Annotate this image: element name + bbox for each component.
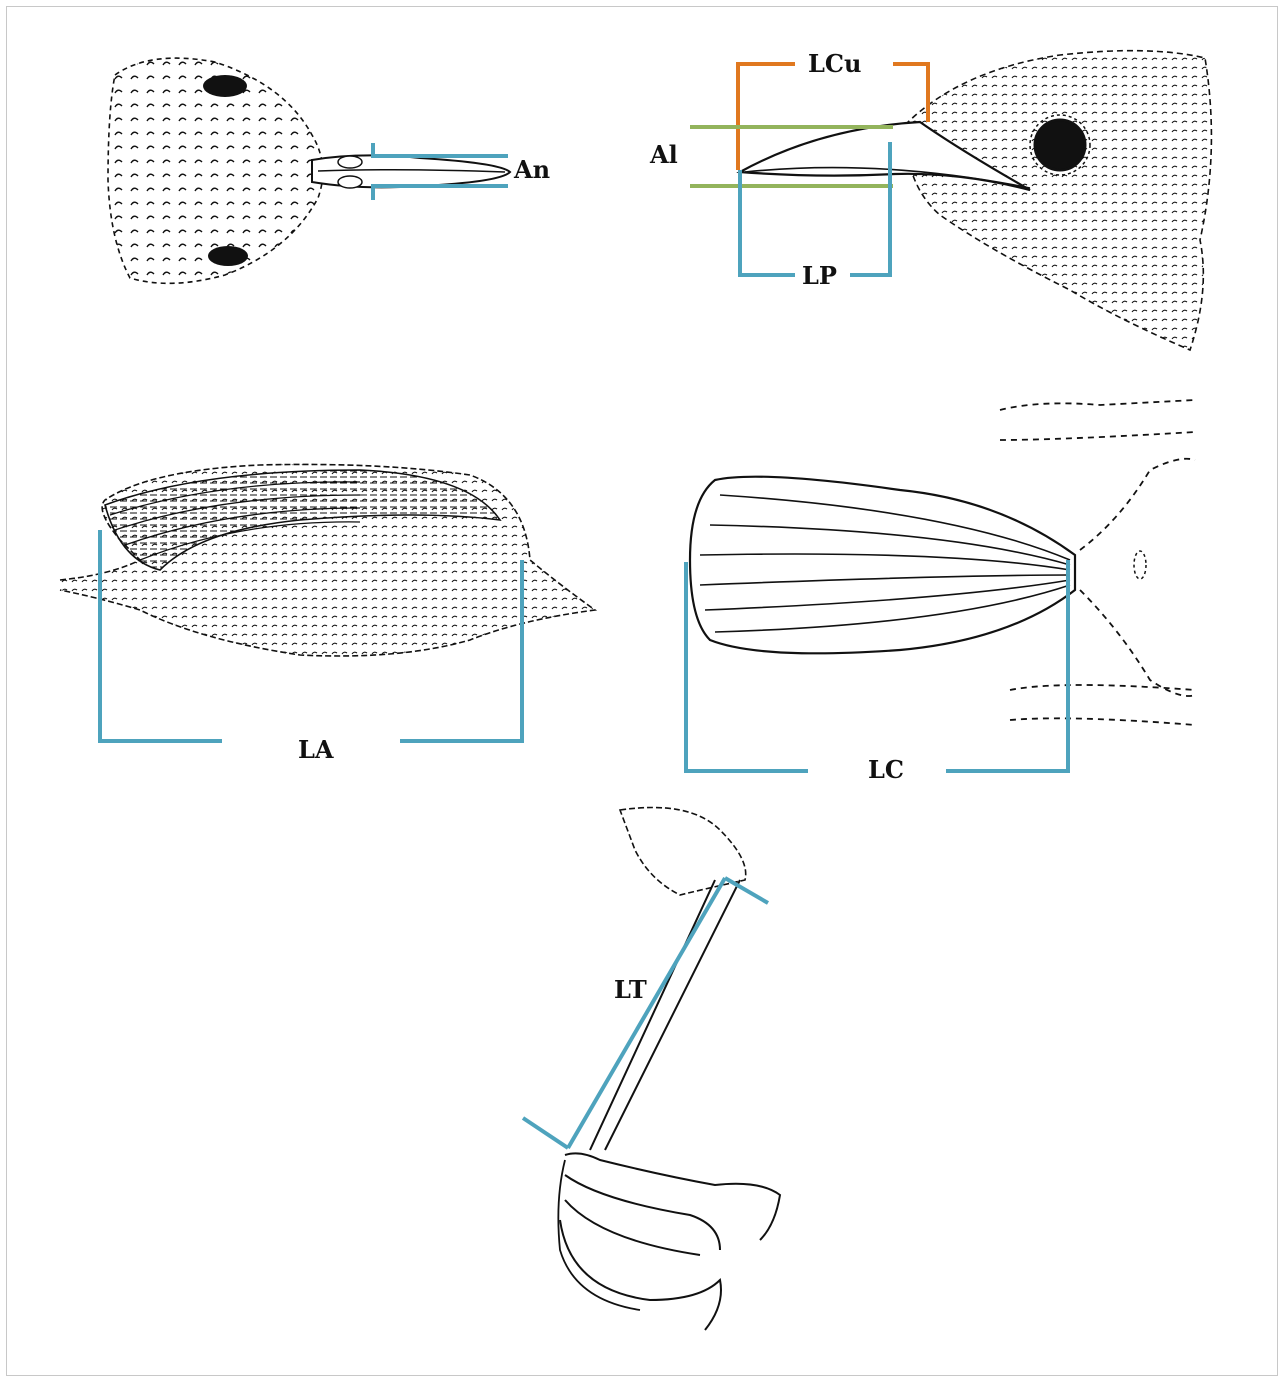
folded-wing-icon xyxy=(60,464,595,656)
label-la: LA xyxy=(298,738,334,762)
eye-icon xyxy=(1035,120,1085,170)
label-al: Al xyxy=(650,143,678,167)
tail-feathers-icon xyxy=(690,400,1195,725)
tarsus-foot-icon xyxy=(558,808,780,1331)
label-lp: LP xyxy=(802,264,837,288)
lt-measure-line xyxy=(523,878,768,1148)
eye-icon xyxy=(203,75,247,97)
label-lc: LC xyxy=(868,758,904,782)
bird-head-lateral-view-icon xyxy=(740,51,1211,350)
bird-head-dorsal-view-icon xyxy=(108,58,510,283)
label-lt: LT xyxy=(614,978,647,1002)
eye-icon xyxy=(208,246,248,266)
label-an: An xyxy=(514,158,550,182)
label-lcu: LCu xyxy=(808,52,861,76)
